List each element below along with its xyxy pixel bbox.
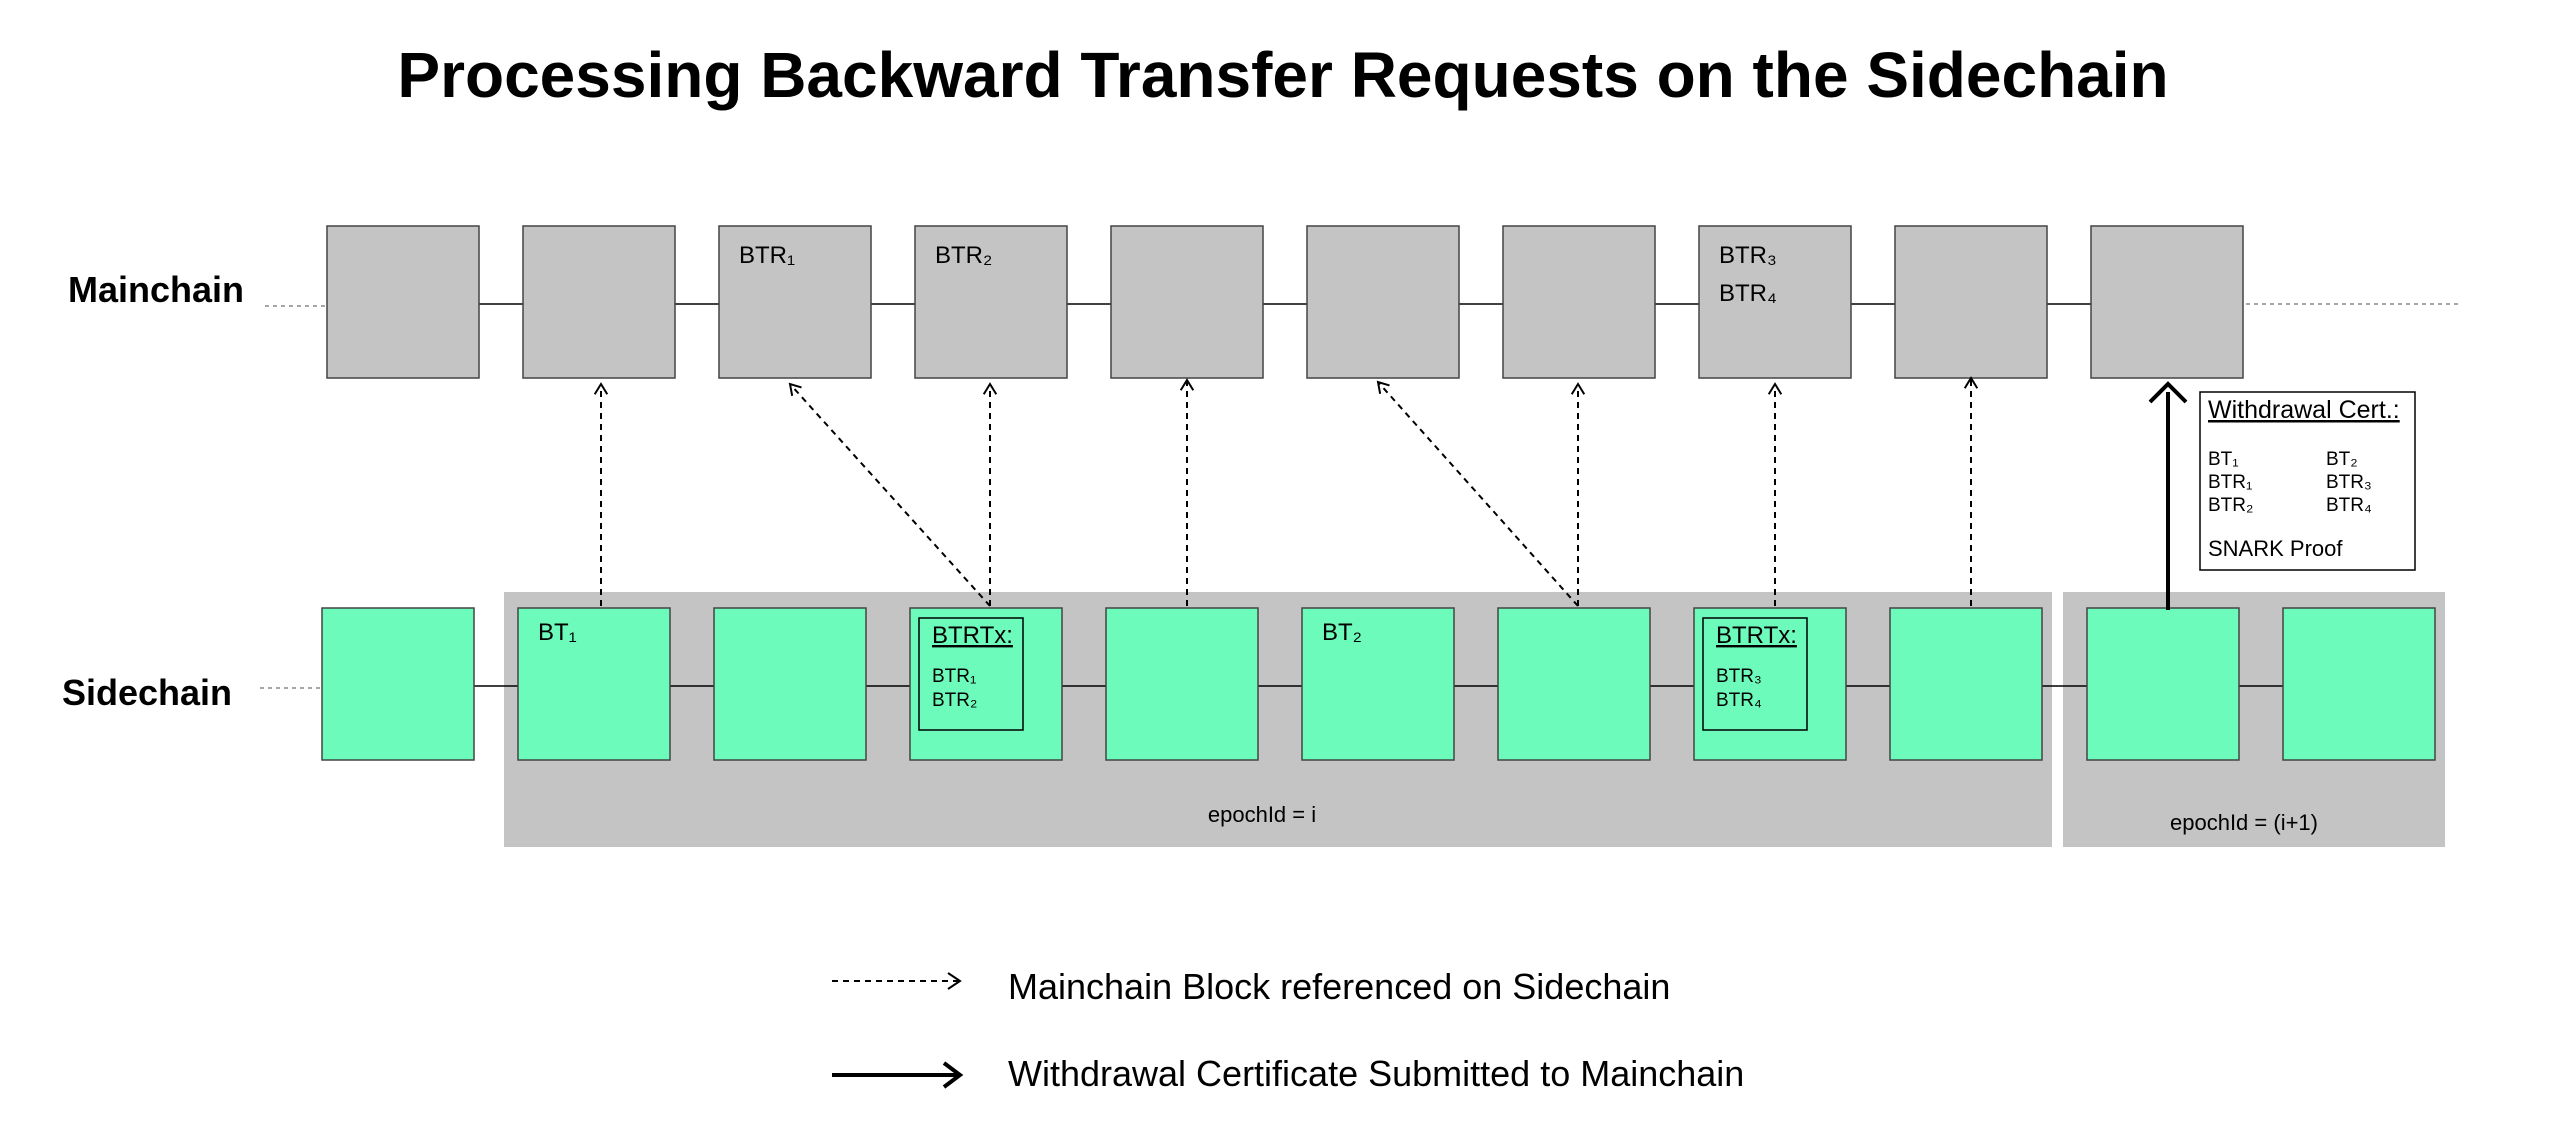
reference-arrowhead-6 — [1767, 382, 1783, 395]
certificate-col1-0: BT₁ — [2208, 449, 2239, 470]
certificate-box — [2199, 391, 2416, 571]
btrtx-7-item-0: BTR₃ — [1716, 666, 1762, 687]
certificate-col1-2: BTR₂ — [2208, 495, 2253, 516]
btrtx-3-item-0: BTR₁ — [932, 666, 976, 687]
certificate-col1-1: BTR₁ — [2208, 472, 2252, 493]
mainchain-block-7-label-1: BTR₄ — [1719, 280, 1777, 307]
certificate-col2-1: BTR₃ — [2326, 472, 2372, 493]
sidechain-block-1-label: BT₁ — [538, 619, 577, 646]
mainchain-block-2-label-0: BTR₁ — [739, 242, 795, 269]
mainchain-block-5 — [1306, 225, 1460, 379]
mainchain-block-7-label-0: BTR₃ — [1719, 242, 1777, 269]
mainchain-label: Mainchain — [68, 269, 244, 310]
mainchain-block-2 — [718, 225, 872, 379]
legend-solid-text: Withdrawal Certificate Submitted to Main… — [1008, 1053, 1744, 1094]
reference-arrowhead-2 — [982, 382, 998, 395]
mainchain-block-6 — [1502, 225, 1656, 379]
sidechain-block-4 — [1105, 607, 1259, 761]
certificate-col2-2: BTR₄ — [2326, 495, 2372, 516]
legend-dashed-arrowhead — [947, 972, 962, 990]
epoch-label-i: epochId = i — [1208, 802, 1316, 827]
reference-arrow-4 — [1377, 381, 1579, 607]
sidechain-block-6 — [1497, 607, 1651, 761]
certificate-proof: SNARK Proof — [2208, 536, 2343, 561]
btrtx-box-7 — [1702, 617, 1808, 731]
reference-arrowhead-3 — [1179, 378, 1195, 391]
sidechain-block-3 — [909, 607, 1063, 761]
mainchain-block-0 — [326, 225, 480, 379]
certificate-title: Withdrawal Cert.: — [2208, 396, 2400, 424]
epoch-label-i-plus-1: epochId = (i+1) — [2170, 810, 2318, 835]
mainchain-block-3 — [914, 225, 1068, 379]
mainchain-block-4 — [1110, 225, 1264, 379]
legend-dashed-text: Mainchain Block referenced on Sidechain — [1008, 966, 1670, 1007]
certificate-col2-0: BT₂ — [2326, 449, 2358, 470]
sidechain-block-1 — [517, 607, 671, 761]
sidechain-block-0 — [321, 607, 475, 761]
btrtx-7-item-1: BTR₄ — [1716, 690, 1762, 711]
sidechain-block-5-label: BT₂ — [1322, 619, 1362, 646]
withdrawal-certificate: Withdrawal Cert.: BT₁ BTR₁ BTR₂ BT₂ BTR₃… — [2199, 391, 2416, 571]
reference-arrowhead-1 — [788, 382, 802, 396]
sidechain-block-8 — [1889, 607, 2043, 761]
btrtx-title-7: BTRTx: — [1716, 622, 1797, 649]
sidechain-block-2 — [713, 607, 867, 761]
mainchain-block-7 — [1698, 225, 1852, 379]
mainchain-block-8 — [1894, 225, 2048, 379]
sidechain-block-7 — [1693, 607, 1847, 761]
reference-arrowhead-4 — [1376, 380, 1390, 394]
reference-arrow-1 — [789, 383, 991, 607]
reference-arrows — [593, 376, 1979, 607]
btrtx-3-item-1: BTR₂ — [932, 690, 977, 711]
mainchain-blocks: BTR₁ BTR₂ BTR₃ BTR₄ — [326, 225, 2244, 379]
sidechain-block-10 — [2282, 607, 2436, 761]
reference-arrowhead-7 — [1963, 376, 1979, 389]
btrtx-box-3 — [918, 617, 1024, 731]
legend: Mainchain Block referenced on Sidechain … — [832, 966, 1744, 1094]
diagram-title: Processing Backward Transfer Requests on… — [397, 39, 2169, 111]
sidechain-label: Sidechain — [62, 672, 232, 713]
certificate-submit-arrowhead — [2148, 381, 2188, 404]
sidechain-blocks: BT₁ BTRTx: BTR₁ BTR₂ BT₂ BTRTx: BTR₃ BTR₄ — [321, 607, 2436, 761]
btrtx-title-3: BTRTx: — [932, 622, 1013, 649]
legend-solid-arrowhead — [942, 1061, 964, 1089]
mainchain-block-9 — [2090, 225, 2244, 379]
reference-arrowhead-5 — [1570, 382, 1586, 395]
mainchain-block-1 — [522, 225, 676, 379]
sidechain-block-5 — [1301, 607, 1455, 761]
sidechain-block-9 — [2086, 607, 2240, 761]
reference-arrowhead-0 — [593, 382, 609, 395]
mainchain-block-3-label-0: BTR₂ — [935, 242, 992, 269]
